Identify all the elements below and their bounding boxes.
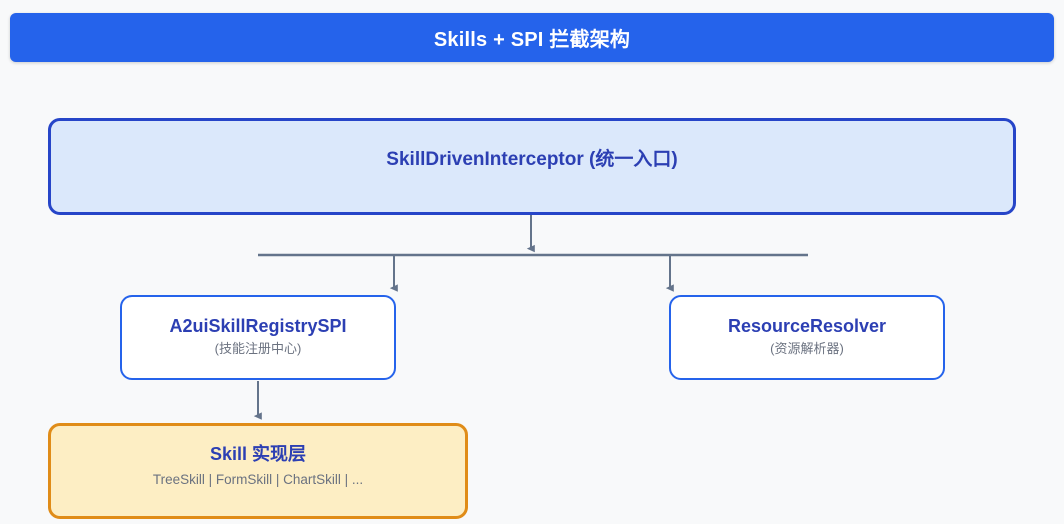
node-title: ResourceResolver bbox=[727, 316, 887, 337]
node-skill-implementation-layer[interactable]: Skill 实现层 TreeSkill | FormSkill | ChartS… bbox=[48, 423, 468, 519]
node-title: SkillDrivenInterceptor (统一入口) bbox=[386, 149, 678, 170]
diagram-title-bar: Skills + SPI 拦截架构 bbox=[10, 13, 1054, 62]
node-title: Skill 实现层 bbox=[209, 444, 307, 464]
node-a2ui-skill-registry-spi[interactable]: A2uiSkillRegistrySPI (技能注册中心) bbox=[120, 295, 396, 380]
diagram-title: Skills + SPI 拦截架构 bbox=[433, 29, 631, 51]
node-skill-driven-interceptor[interactable]: SkillDrivenInterceptor (统一入口) bbox=[48, 118, 1016, 215]
node-title: A2uiSkillRegistrySPI bbox=[169, 316, 347, 337]
node-subtitle: TreeSkill | FormSkill | ChartSkill | ... bbox=[152, 472, 364, 487]
node-subtitle: (技能注册中心) bbox=[214, 340, 302, 356]
node-resource-resolver[interactable]: ResourceResolver (资源解析器) bbox=[669, 295, 945, 380]
node-subtitle: (资源解析器) bbox=[770, 340, 844, 356]
